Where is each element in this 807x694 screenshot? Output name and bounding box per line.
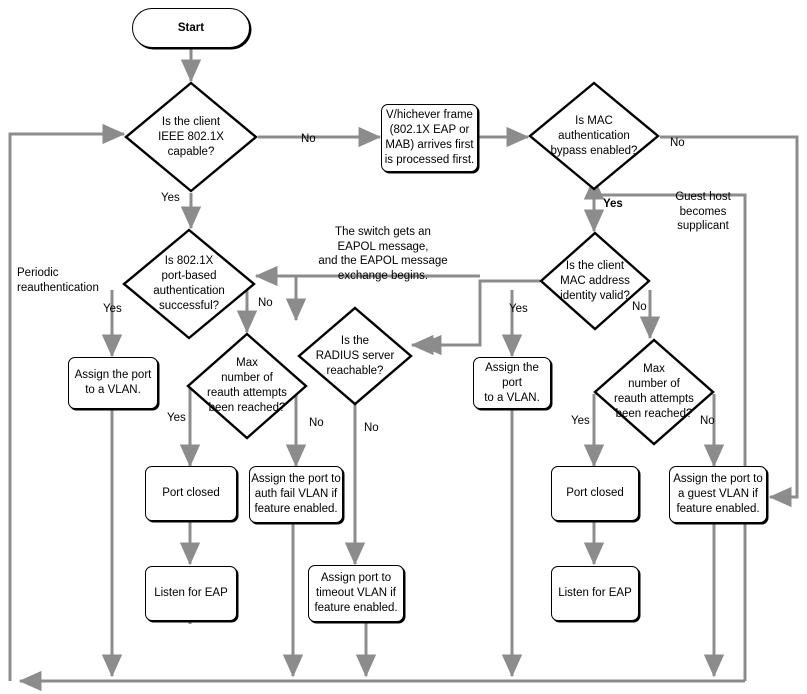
edge-label-mac-identity-no: No: [632, 301, 647, 313]
node-listen-eap-left-label: Listen for EAP: [154, 587, 228, 599]
node-port-closed-right[interactable]: Port closed: [551, 466, 639, 521]
node-port-closed-left[interactable]: Port closed: [145, 466, 237, 521]
node-start-label: Start: [177, 21, 205, 34]
edge-periodic-reauthentication: [8, 123, 126, 681]
diamond-shape: [122, 228, 256, 340]
edge-label-mab-enabled-yes: Yes: [603, 198, 623, 210]
edge-label-dot1x-capable-no: No: [301, 133, 316, 145]
edge-mab-no-to-guest-vlan: [660, 135, 799, 508]
diamond-shape: [297, 306, 413, 406]
diamond-shape: [124, 81, 258, 193]
edge-label-max-reauth-left-yes: Yes: [167, 412, 186, 424]
diamond-shape: [186, 332, 308, 440]
node-start[interactable]: Start: [132, 8, 250, 48]
diamond-shape: [539, 231, 651, 331]
node-port-closed-left-label: Port closed: [162, 487, 220, 499]
node-port-closed-right-label: Port closed: [566, 487, 624, 499]
node-listen-eap-left[interactable]: Listen for EAP: [145, 566, 237, 621]
node-listen-eap-right-label: Listen for EAP: [558, 587, 632, 599]
edge-label-mab-enabled-no: No: [670, 137, 685, 149]
edge-label-max-reauth-left-no: No: [309, 417, 324, 429]
edge-label-dot1x-capable-yes: Yes: [161, 192, 180, 204]
edge-label-dot1x-auth-yes: Yes: [103, 303, 122, 315]
edge-label-mac-identity-yes: Yes: [509, 303, 528, 315]
diamond-shape: [593, 338, 715, 446]
edge-label-radius-no: No: [364, 422, 379, 434]
edge-label-max-reauth-right-no: No: [700, 415, 715, 427]
edge-label-max-reauth-right-yes: Yes: [571, 415, 590, 427]
edge-label-dot1x-auth-no: No: [258, 297, 273, 309]
node-listen-eap-right[interactable]: Listen for EAP: [551, 566, 639, 621]
